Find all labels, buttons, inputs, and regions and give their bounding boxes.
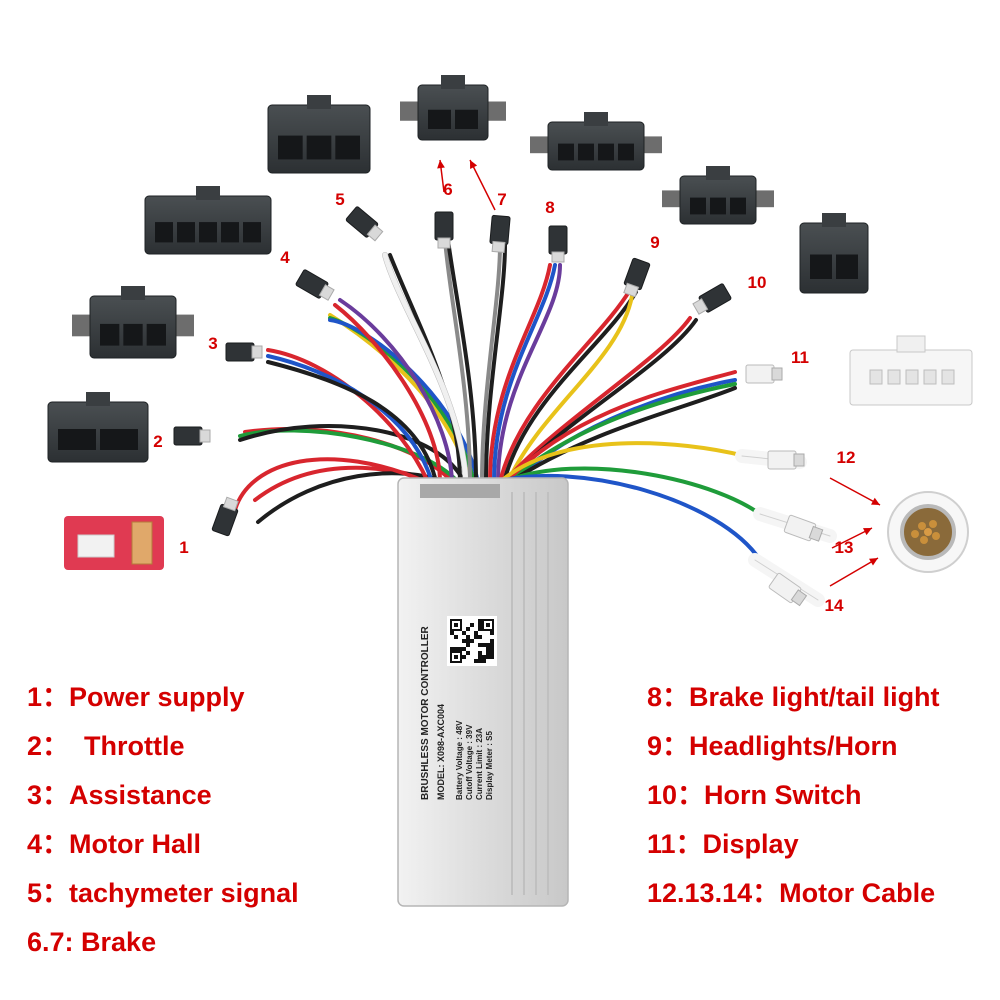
- red-wire: [233, 457, 428, 512]
- callout-3: 3: [208, 334, 217, 353]
- purple-wire: [496, 263, 562, 484]
- pointer-arrows: [437, 159, 881, 587]
- plug-2: [173, 426, 211, 446]
- callout-11: 11: [791, 348, 809, 367]
- callout-10: 10: [748, 273, 767, 292]
- legend-item: 5：tachymeter signal: [27, 878, 299, 908]
- power-plug: [64, 516, 164, 570]
- legend-item: 6.7: Brake: [27, 927, 157, 957]
- legend-item: 12.13.14：Motor Cable: [647, 878, 936, 908]
- plug-4: [295, 269, 335, 301]
- controller-title: BRUSHLESS MOTOR CONTROLLER: [420, 626, 431, 800]
- callout-2: 2: [153, 432, 162, 451]
- arrow-14: [829, 557, 879, 587]
- controller-spec-display: Display Meter : S5: [485, 731, 494, 800]
- plug-10: [692, 283, 732, 315]
- plug-9: [623, 257, 651, 298]
- plug-1: [211, 496, 239, 537]
- plug-5: [345, 206, 384, 242]
- connector-2-reference: [47, 392, 149, 463]
- legend-item: 2： Throttle: [27, 731, 185, 761]
- black-wire: [446, 238, 478, 484]
- connector-3-reference: [72, 286, 194, 359]
- gray-wire: [443, 238, 472, 484]
- purple-wire: [338, 298, 454, 484]
- red-wire: [502, 316, 692, 484]
- inline-plugs: [173, 206, 824, 607]
- reference-connectors: [47, 75, 973, 463]
- callout-14: 14: [825, 596, 844, 615]
- black-wire: [266, 360, 438, 484]
- connector-9-reference: [662, 166, 774, 225]
- motor-cable-end: [887, 491, 969, 573]
- arrow-12: [829, 477, 881, 506]
- arrow-13: [831, 527, 873, 549]
- legend-item: 3：Assistance: [27, 780, 212, 810]
- motor-controller: BRUSHLESS MOTOR CONTROLLER MODEL: X098-A…: [397, 477, 569, 907]
- qr-code: [447, 616, 497, 666]
- blue-wire: [492, 263, 557, 484]
- green-wire: [328, 316, 476, 484]
- plug-13: [783, 514, 824, 542]
- controller-model: MODEL: X098-AXC004: [436, 704, 446, 800]
- callout-6: 6: [443, 180, 452, 199]
- plug-8: [548, 225, 568, 263]
- callout-9: 9: [650, 233, 659, 252]
- connector-8-reference: [530, 112, 662, 171]
- connector-11-reference: [849, 335, 973, 406]
- legend-item: 11：Display: [647, 829, 799, 859]
- plug-3: [225, 342, 263, 362]
- arrow-7: [469, 159, 496, 211]
- callout-13: 13: [835, 538, 854, 557]
- red-wire: [333, 303, 442, 484]
- plug-6: [434, 211, 454, 249]
- connector-6-7-reference: [400, 75, 506, 141]
- black-wire: [502, 290, 638, 484]
- gray-wire: [480, 243, 502, 484]
- blue-wire: [328, 318, 480, 484]
- red-wire: [488, 263, 552, 484]
- legend-item: 4：Motor Hall: [27, 829, 202, 859]
- connector-4-reference: [144, 186, 272, 255]
- yellow-wire: [498, 441, 747, 484]
- white-wire: [382, 252, 469, 485]
- wire-grommet: [420, 484, 500, 498]
- legend-item: 9：Headlights/Horn: [647, 731, 898, 761]
- callout-1: 1: [179, 538, 188, 557]
- red-wire: [504, 370, 737, 484]
- connector-10-reference: [799, 213, 869, 294]
- controller-spec-voltage: Battery Voltage : 48V: [455, 720, 464, 800]
- legend-item: 8：Brake light/tail light: [647, 682, 940, 712]
- legend-item: 1：Power supply: [27, 682, 245, 712]
- callout-7: 7: [497, 190, 506, 209]
- arrow-6: [437, 159, 445, 193]
- yellow-wire: [506, 294, 634, 484]
- connector-5-reference: [267, 95, 371, 174]
- legend-item: 10：Horn Switch: [647, 780, 862, 810]
- plug-12: [767, 450, 805, 470]
- black-wire: [484, 243, 507, 484]
- callout-8: 8: [545, 198, 554, 217]
- callout-12: 12: [837, 448, 856, 467]
- green-wire: [502, 466, 767, 520]
- callout-4: 4: [280, 248, 290, 267]
- blue-wire: [494, 473, 762, 562]
- black-wire: [508, 386, 737, 484]
- plug-7: [489, 214, 511, 253]
- callout-5: 5: [335, 190, 344, 209]
- plug-14: [768, 572, 808, 607]
- controller-spec-current: Current Limit : 23A: [475, 728, 484, 800]
- red-wire: [498, 288, 632, 484]
- controller-spec-cutoff: Cutoff Voltage : 39V: [465, 724, 474, 800]
- controller-fins: [511, 492, 549, 895]
- plug-11: [745, 364, 783, 384]
